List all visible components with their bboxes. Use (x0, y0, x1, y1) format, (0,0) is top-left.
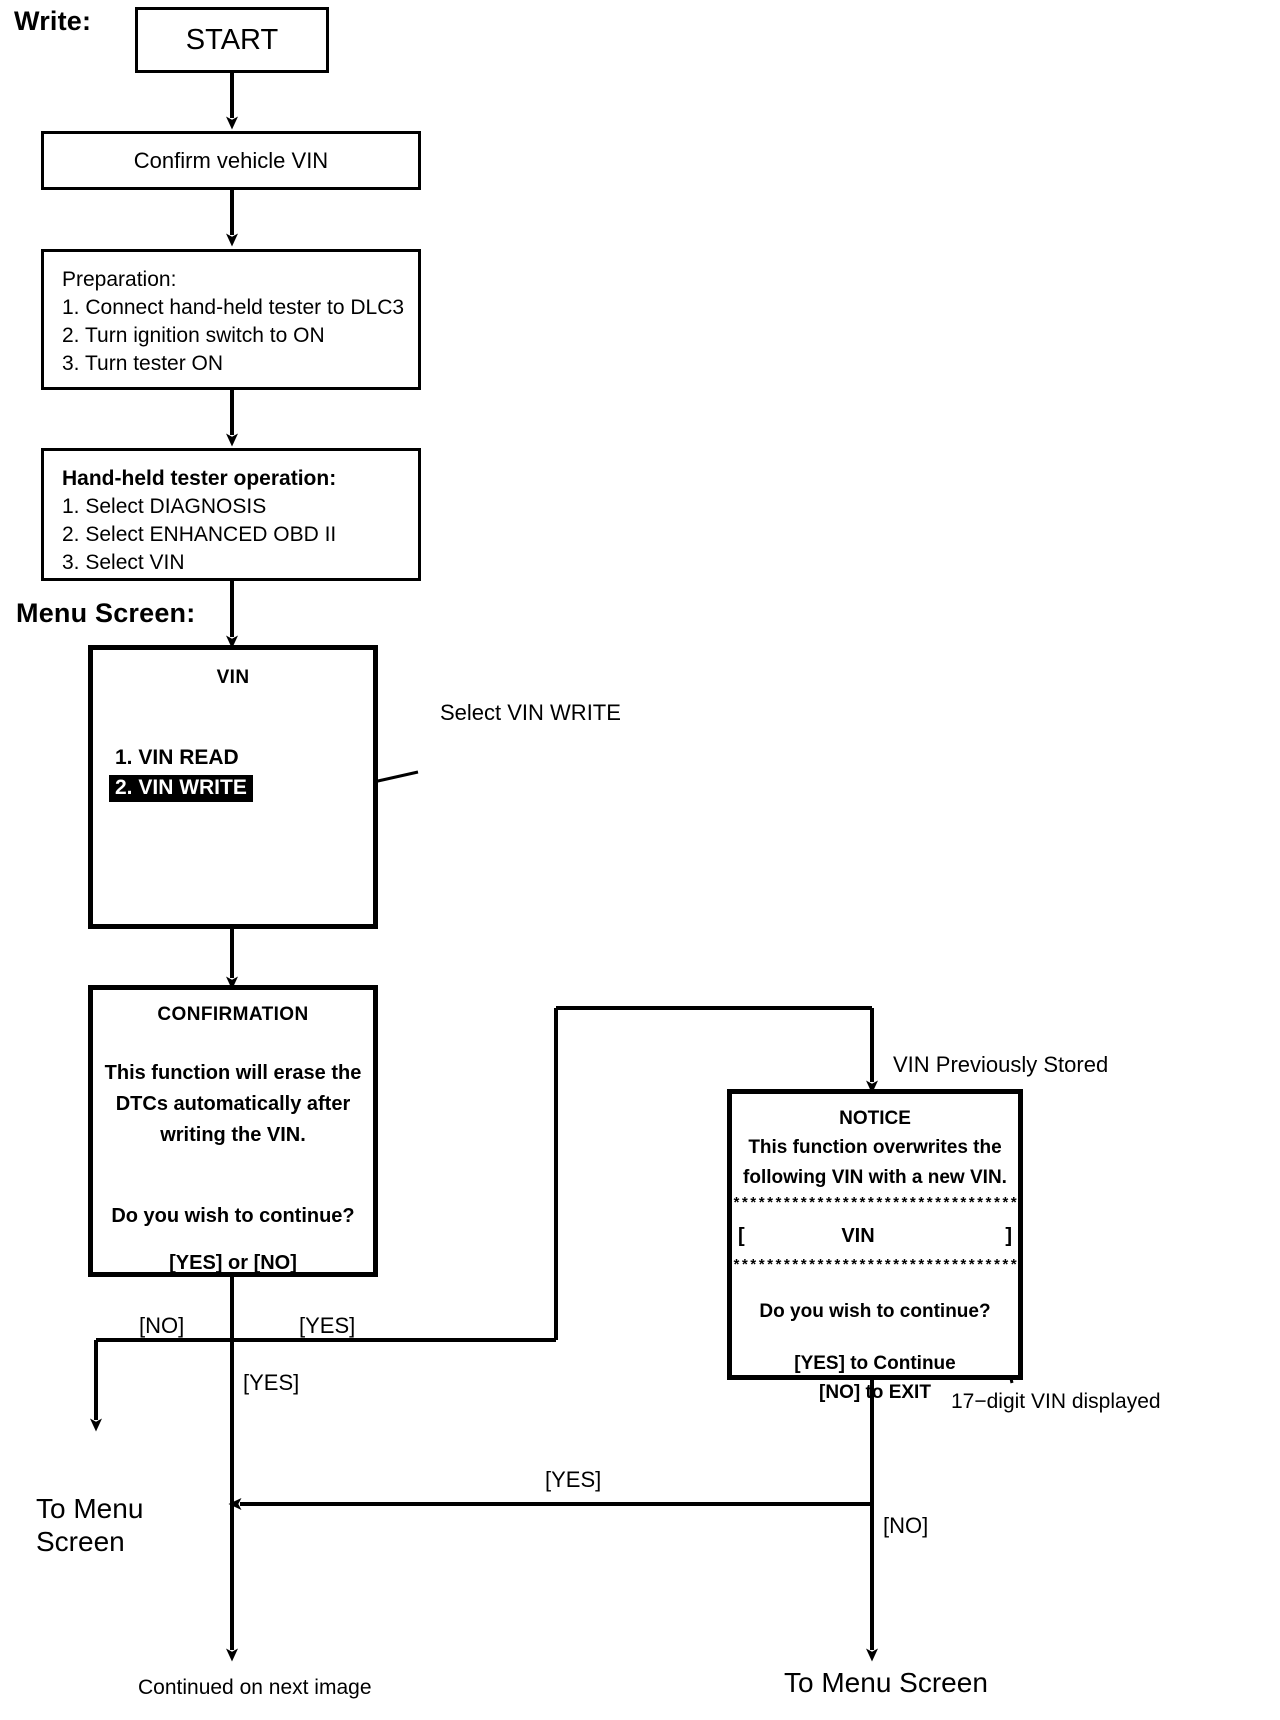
notice-vin-row: [ VIN ] (732, 1225, 1018, 1248)
notice-rule-top: ************************************ (732, 1196, 1018, 1214)
menu-screen-label: Menu Screen: (16, 598, 196, 628)
notice-line-1: This function overwrites the (748, 1137, 1002, 1159)
callout-vin-previously-stored: VIN Previously Stored (893, 1052, 1109, 1077)
edge-label-yes-from-confirmation: [YES] (299, 1313, 356, 1338)
notice-vin-close-bracket: ] (1005, 1225, 1012, 1248)
notice-answer-yes: [YES] to Continue (794, 1352, 956, 1374)
edge-label-no-from-confirmation: [NO] (139, 1313, 185, 1338)
node-confirm-vehicle-vin-label: Confirm vehicle VIN (133, 147, 329, 173)
menu-item-vin-write[interactable]: 2. VIN WRITE (109, 775, 253, 802)
callout-select-vin-write: Select VIN WRITE (440, 700, 621, 725)
page-title: Write: (14, 6, 92, 36)
screen-confirmation: CONFIRMATION This function will erase th… (88, 985, 378, 1277)
notice-title: NOTICE (839, 1108, 911, 1129)
terminal-to-menu-screen-left: To Menu Screen (36, 1493, 144, 1558)
vin-menu-title: VIN (216, 667, 250, 688)
node-tester-operation: Hand-held tester operation: 1. Select DI… (41, 448, 421, 581)
screen-notice: NOTICE This function overwrites the foll… (727, 1089, 1023, 1403)
terminal-continued: Continued on next image (138, 1676, 372, 1699)
notice-answer-no: [NO] to EXIT (819, 1382, 931, 1404)
screen-vin-menu: VIN 1. VIN READ 2. VIN WRITE (88, 645, 378, 929)
node-confirm-vehicle-vin: Confirm vehicle VIN (41, 131, 421, 190)
notice-question: Do you wish to continue? (759, 1301, 991, 1323)
menu-item-vin-read[interactable]: 1. VIN READ (115, 746, 239, 769)
tester-operation-step-3: 3. Select VIN (62, 551, 185, 575)
node-preparation: Preparation: 1. Connect hand-held tester… (41, 249, 421, 390)
preparation-step-2: 2. Turn ignition switch to ON (62, 324, 325, 348)
notice-vin-open-bracket: [ (738, 1225, 745, 1248)
notice-rule-bottom: ************************************ (732, 1258, 1018, 1276)
notice-vin-text: VIN (841, 1225, 875, 1248)
terminal-to-menu-screen-right: To Menu Screen (784, 1667, 988, 1698)
preparation-step-3: 3. Turn tester ON (62, 352, 224, 376)
notice-line-2: following VIN with a new VIN. (743, 1166, 1007, 1188)
preparation-heading: Preparation: (62, 268, 177, 291)
tester-operation-step-2: 2. Select ENHANCED OBD II (62, 523, 337, 547)
confirmation-line-2: DTCs automatically after (115, 1093, 351, 1115)
node-start-label: START (185, 23, 279, 56)
edge-label-yes-down: [YES] (243, 1370, 300, 1395)
callout-vin-digits: 17−digit VIN displayed (951, 1390, 1161, 1413)
confirmation-line-3: writing the VIN. (160, 1124, 306, 1146)
confirmation-line-1: This function will erase the (104, 1062, 362, 1084)
edge-label-yes-from-notice: [YES] (545, 1467, 602, 1492)
tester-operation-heading: Hand-held tester operation: (62, 467, 337, 490)
confirmation-title: CONFIRMATION (157, 1004, 309, 1025)
confirmation-question: Do you wish to continue? (111, 1205, 355, 1227)
preparation-step-1: 1. Connect hand-held tester to DLC3 (62, 296, 405, 320)
edge-label-no-from-notice: [NO] (883, 1513, 929, 1538)
node-start: START (135, 7, 329, 73)
confirmation-answers: [YES] or [NO] (169, 1252, 297, 1274)
tester-operation-step-1: 1. Select DIAGNOSIS (62, 495, 267, 519)
